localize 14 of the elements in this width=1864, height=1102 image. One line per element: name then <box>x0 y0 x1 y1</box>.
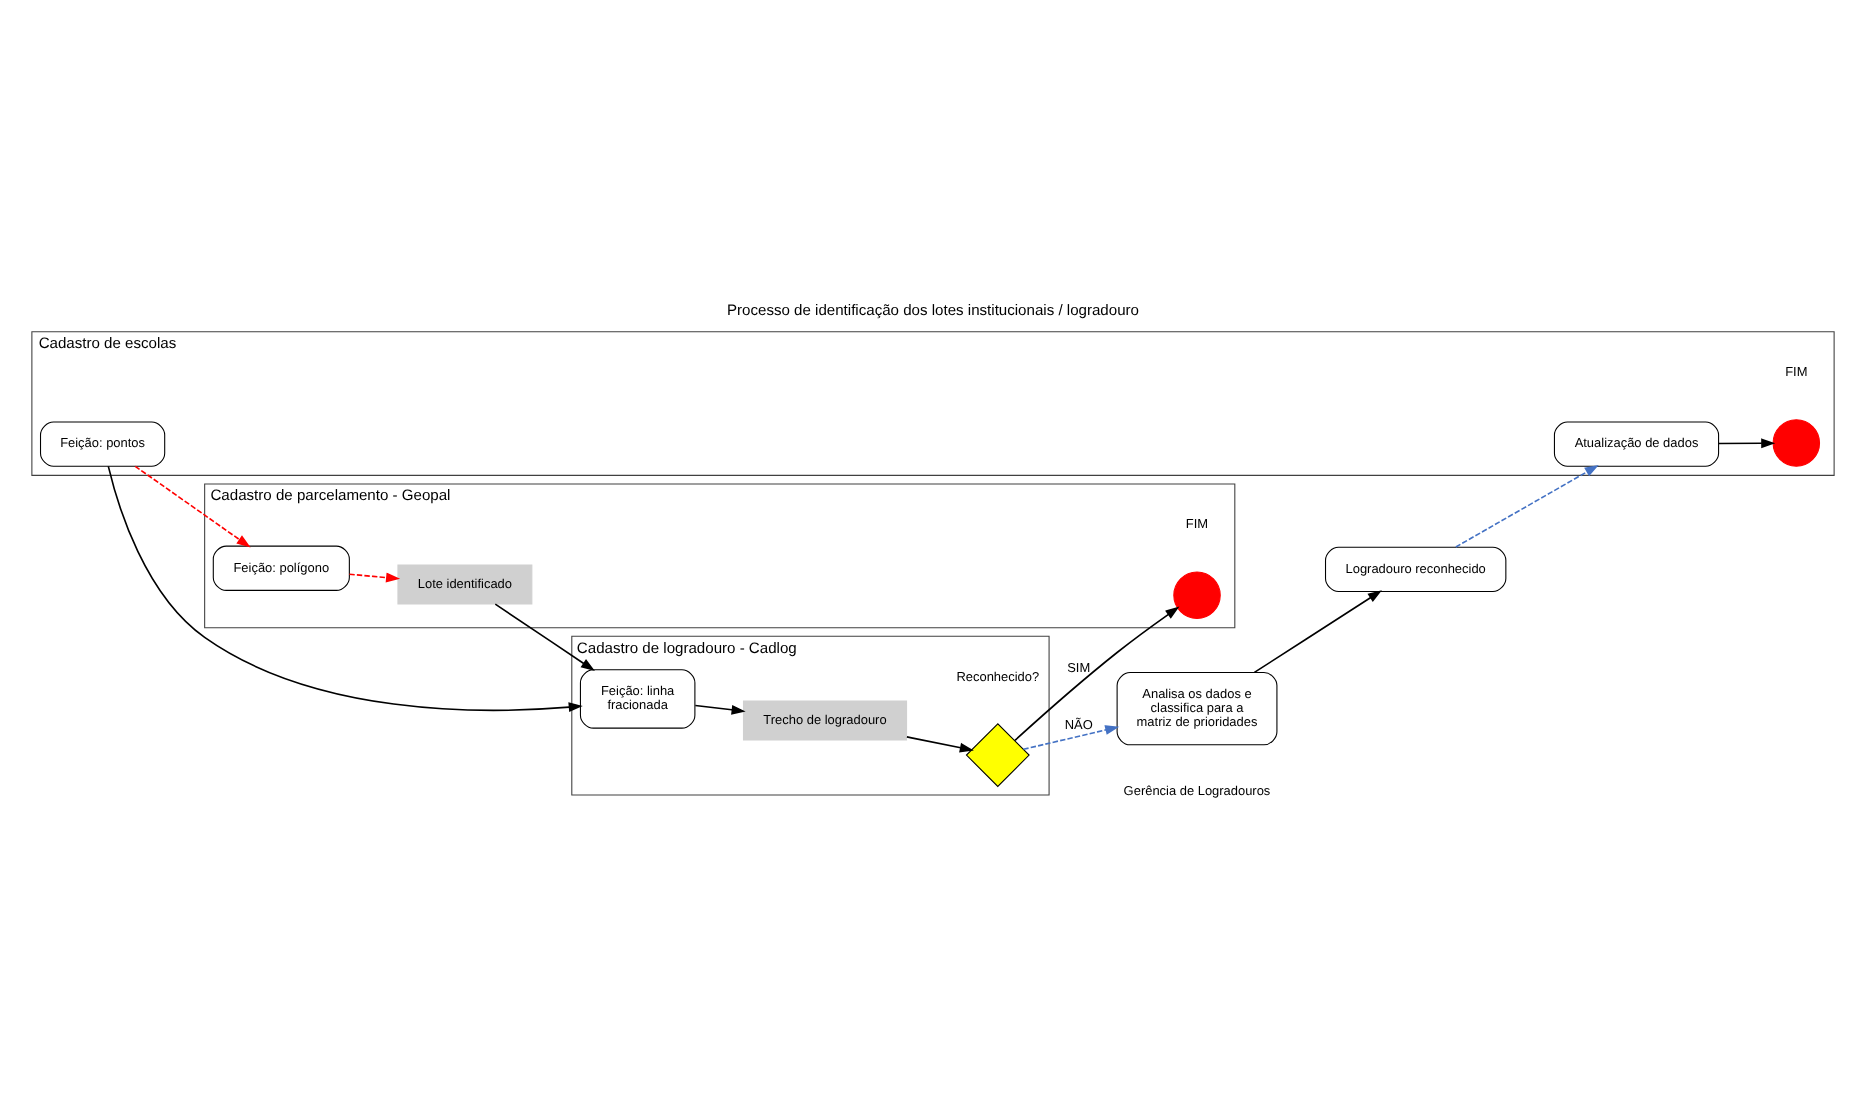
arrow <box>1454 465 1598 548</box>
arrow <box>1013 606 1179 742</box>
arrow <box>133 465 250 548</box>
arrow <box>347 572 400 583</box>
arrow <box>905 736 973 753</box>
arrow <box>106 465 582 713</box>
arrow <box>493 603 594 671</box>
arrow <box>693 704 745 715</box>
node-circle <box>1771 419 1820 467</box>
node-circle <box>1172 571 1220 620</box>
arrow <box>1021 725 1119 751</box>
arrow <box>1716 438 1775 449</box>
node-diamond <box>964 723 1029 788</box>
arrow <box>1252 590 1381 674</box>
